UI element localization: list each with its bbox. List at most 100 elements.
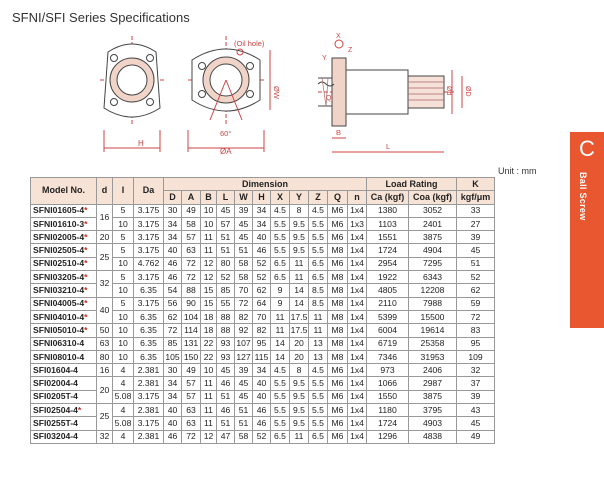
- cell-ca: 7346: [366, 349, 409, 365]
- cell-coa: 4903: [408, 416, 457, 431]
- page-title: SFNI/SFI Series Specifications: [12, 10, 190, 25]
- cell-dimension: 9.5: [289, 389, 309, 405]
- cell-dimension: 12: [200, 256, 217, 272]
- cell-dimension: 62: [163, 309, 182, 325]
- cell-dimension: 8.5: [308, 296, 328, 311]
- cell-model: SFI02504-4*: [30, 403, 97, 418]
- cell-da: 2.381: [133, 376, 164, 391]
- cell-dimension: 11: [200, 416, 217, 431]
- col-header-dim: D: [163, 190, 182, 205]
- cell-dimension: 40: [252, 230, 271, 245]
- cell-da: 3.175: [133, 296, 164, 311]
- cell-dimension: 14: [289, 283, 309, 298]
- cell-dimension: 63: [181, 243, 201, 258]
- featured-star: *: [84, 298, 88, 309]
- cell-da: 2.381: [133, 403, 164, 418]
- cell-dimension: 57: [181, 389, 201, 405]
- cell-coa: 12208: [408, 283, 457, 298]
- cell-ca: 1724: [366, 416, 409, 431]
- cell-k: 32: [456, 363, 495, 378]
- cell-dimension: 6.5: [308, 429, 328, 444]
- cell-dimension: 5.5: [308, 230, 328, 245]
- cell-da: 4.762: [133, 256, 164, 272]
- cell-coa: 7988: [408, 296, 457, 311]
- cell-dimension: 9.5: [289, 403, 309, 418]
- cell-dimension: 45: [234, 230, 253, 245]
- cell-da: 2.381: [133, 429, 164, 444]
- cell-ca: 1066: [366, 376, 409, 391]
- cell-d: 16: [96, 363, 113, 378]
- cell-dimension: 11: [200, 230, 217, 245]
- cell-dimension: 63: [181, 403, 201, 418]
- featured-star: *: [84, 324, 88, 335]
- cell-dimension: 9.5: [289, 243, 309, 258]
- cell-dimension: 72: [234, 296, 253, 311]
- cell-dimension: 46: [252, 416, 271, 431]
- oil-hole-label: (Oil hole): [234, 39, 265, 48]
- cell-dimension: 1x4: [347, 203, 367, 218]
- cell-dimension: 46: [252, 243, 271, 258]
- cell-dimension: 14: [270, 336, 290, 351]
- cell-d: 20: [96, 230, 113, 245]
- model-number: SFNI04010-4: [33, 311, 85, 322]
- cell-da: 3.175: [133, 416, 164, 431]
- cell-dimension: 51: [234, 243, 253, 258]
- cell-dimension: 34: [163, 389, 182, 405]
- cell-dimension: 55: [216, 296, 235, 311]
- table-header-row-1: Model No. d I Da Dimension Load Rating K: [30, 176, 495, 205]
- cell-lead: 10: [112, 216, 134, 232]
- cell-k: 27: [456, 216, 495, 232]
- cell-ca: 1103: [366, 216, 409, 232]
- cell-dimension: 9.5: [289, 230, 309, 245]
- cell-k: 39: [456, 230, 495, 245]
- cell-model: SFI02004-4: [30, 376, 97, 391]
- cell-k: 62: [456, 283, 495, 298]
- cell-dimension: M6: [327, 416, 348, 431]
- cell-dimension: 11: [308, 309, 328, 325]
- cell-dimension: 52: [252, 270, 271, 285]
- cell-dimension: 12: [200, 429, 217, 444]
- col-header-da: Da: [133, 177, 164, 205]
- featured-star: *: [84, 258, 88, 269]
- cell-dimension: 39: [234, 203, 253, 218]
- cell-k: 109: [456, 349, 495, 365]
- cell-dimension: 4.5: [308, 363, 328, 378]
- cell-dimension: 11: [289, 256, 309, 272]
- model-number: SFI0255T-4: [33, 417, 78, 428]
- cell-dimension: M8: [327, 309, 348, 325]
- cell-dimension: M8: [327, 296, 348, 311]
- cell-dimension: 72: [181, 429, 201, 444]
- cell-dimension: 9.5: [289, 376, 309, 391]
- cell-lead: 10: [112, 349, 134, 365]
- cell-d: 80: [96, 349, 113, 365]
- cell-dimension: 11: [200, 376, 217, 391]
- col-header-dim: B: [200, 190, 217, 205]
- cell-dimension: 20: [289, 349, 309, 365]
- cell-da: 3.175: [133, 230, 164, 245]
- cell-dimension: 1x4: [347, 309, 367, 325]
- model-number: SFNI02005-4: [33, 231, 85, 242]
- cell-model: SFNI08010-4: [30, 349, 97, 365]
- cell-dimension: 11: [308, 323, 328, 338]
- col-header-dim: H: [252, 190, 271, 205]
- cell-dimension: 14: [289, 296, 309, 311]
- cell-dimension: 5.5: [270, 243, 290, 258]
- cell-coa: 31953: [408, 349, 457, 365]
- cell-dimension: 1x4: [347, 296, 367, 311]
- cell-coa: 7295: [408, 256, 457, 272]
- cell-dimension: 15: [200, 296, 217, 311]
- cell-dimension: 58: [181, 216, 201, 232]
- cell-dimension: 1x4: [347, 429, 367, 444]
- cell-dimension: 8.5: [308, 283, 328, 298]
- cell-dimension: 85: [216, 283, 235, 298]
- cell-dimension: 11: [270, 323, 290, 338]
- cell-dimension: 107: [234, 336, 253, 351]
- cell-model: SFNI01610-3*: [30, 216, 97, 232]
- cell-dimension: 46: [216, 403, 235, 418]
- cell-da: 3.175: [133, 243, 164, 258]
- cell-dimension: 58: [234, 270, 253, 285]
